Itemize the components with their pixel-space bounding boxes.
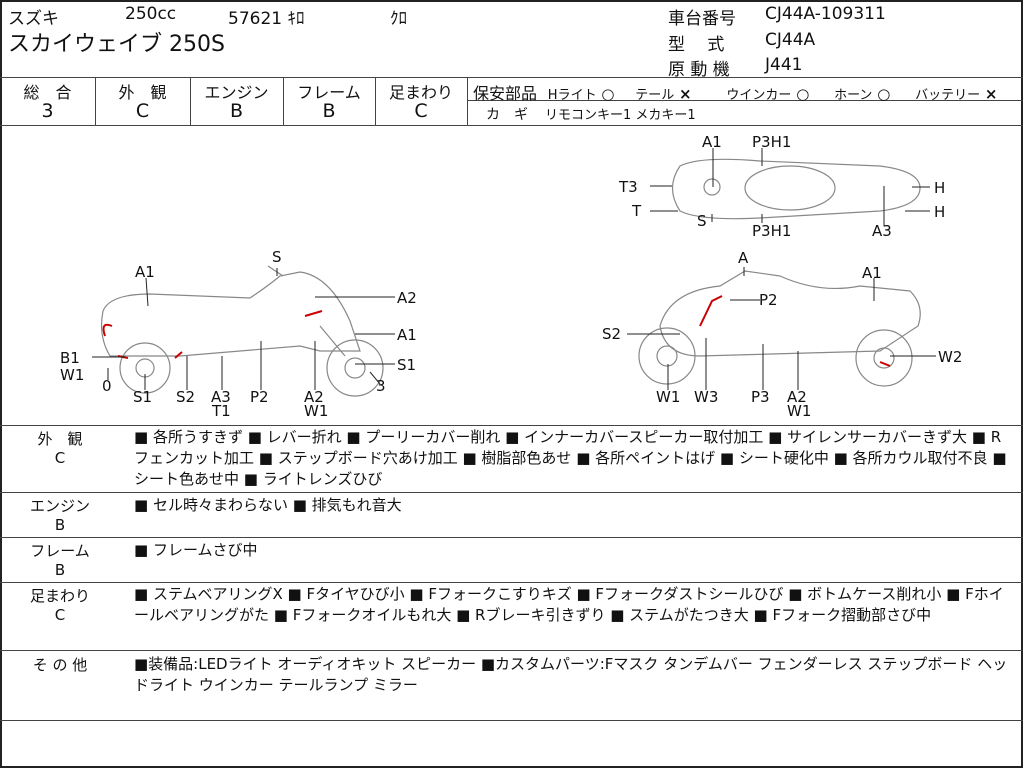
diagram-label: W1 bbox=[304, 402, 329, 420]
grade-exterior-label: 外 観 bbox=[118, 83, 167, 102]
model-name: スカイウェイブ 250S bbox=[8, 32, 225, 57]
safety-tail: テール bbox=[635, 88, 675, 103]
diagram-label: T3 bbox=[619, 178, 638, 196]
diagram-label: S2 bbox=[176, 388, 196, 406]
frame-no-label: 車台番号 bbox=[668, 9, 736, 29]
damage-diagram bbox=[92, 148, 936, 397]
type-value: CJ44A bbox=[765, 30, 816, 50]
grade-overall-label: 総 合 bbox=[23, 83, 72, 102]
mileage: 57621 ｷﾛ bbox=[228, 9, 305, 29]
diagram-label: P3H1 bbox=[752, 222, 792, 240]
remark-suspension-grade: C bbox=[54, 606, 66, 624]
keys-value: リモコンキー1 メカキー1 bbox=[545, 108, 696, 123]
remark-frame-text: ■ フレームさび中 bbox=[134, 541, 258, 559]
safety-headlight-mark: ○ bbox=[601, 85, 615, 103]
grade-frame-value: B bbox=[322, 100, 336, 122]
engine-value: J441 bbox=[765, 55, 803, 75]
color: ｸﾛ bbox=[390, 9, 407, 29]
grade-overall-value: 3 bbox=[41, 100, 54, 122]
remark-engine-grade: B bbox=[54, 516, 66, 534]
diagram-label: A1 bbox=[397, 326, 417, 344]
bike-top-view bbox=[671, 158, 921, 220]
safety-battery-mark: × bbox=[984, 85, 998, 103]
engine-label: 原 動 機 bbox=[668, 60, 730, 80]
diagram-label: P3 bbox=[751, 388, 770, 406]
remark-other-text: ■装備品:LEDライト オーディオキット スピーカー ■カスタムパーツ:Fマスク… bbox=[134, 655, 1008, 694]
diagram-label: S bbox=[697, 212, 707, 230]
diagram-label: W2 bbox=[938, 348, 963, 366]
safety-headlight: Hライト bbox=[547, 88, 597, 103]
grade-exterior-value: C bbox=[135, 100, 150, 122]
diagram-label: A2 bbox=[787, 388, 807, 406]
bike-right-side bbox=[638, 270, 921, 387]
safety-horn-mark: ○ bbox=[877, 85, 891, 103]
diagram-label: A3 bbox=[211, 388, 231, 406]
diagram-label: S1 bbox=[397, 356, 417, 374]
displacement: 250cc bbox=[125, 4, 177, 24]
remark-engine-text: ■ セル時々まわらない ■ 排気もれ音大 bbox=[134, 496, 402, 514]
safety-parts: 保安部品 Hライト ○ テール × ウインカー ○ ホーン ○ バッテリー × bbox=[473, 80, 997, 104]
diagram-label: A1 bbox=[862, 264, 882, 282]
diagram-label: 0 bbox=[102, 377, 112, 395]
diagram-label: P2 bbox=[759, 291, 778, 309]
type-label: 型 式 bbox=[668, 35, 725, 55]
frame-no: CJ44A-109311 bbox=[765, 4, 886, 24]
diagram-label: B1 bbox=[60, 349, 80, 367]
diagram-label: A2 bbox=[397, 289, 417, 307]
grade-suspension-label: 足まわり bbox=[388, 83, 453, 102]
remark-suspension-text: ■ ステムベアリングX ■ Fタイヤひび小 ■ Fフォークこすりキズ ■ Fフォ… bbox=[134, 585, 1004, 624]
remark-frame-grade: B bbox=[54, 561, 66, 579]
grade-frame-label: フレーム bbox=[297, 83, 361, 102]
diagram-label: T1 bbox=[212, 402, 231, 420]
safety-label: 保安部品 bbox=[473, 84, 538, 103]
remark-other-label: そ の 他 bbox=[32, 656, 88, 674]
diagram-label: S2 bbox=[602, 325, 622, 343]
remark-exterior-grade: C bbox=[54, 449, 66, 467]
diagram-label: 3 bbox=[376, 377, 386, 395]
diagram-label: W1 bbox=[656, 388, 681, 406]
bike-left-side bbox=[100, 265, 384, 397]
diagram-label: S bbox=[272, 248, 282, 266]
diagram-label: S1 bbox=[133, 388, 153, 406]
diagram-label: H bbox=[934, 179, 946, 197]
diagram-label: A1 bbox=[702, 133, 722, 151]
safety-horn: ホーン bbox=[834, 88, 873, 103]
diagram-label: A3 bbox=[872, 222, 892, 240]
diagram-label: H bbox=[934, 203, 946, 221]
diagram-label: P3H1 bbox=[752, 133, 792, 151]
remark-exterior-label: 外 観 bbox=[37, 430, 83, 448]
diagram-label: W3 bbox=[694, 388, 719, 406]
remark-engine-label: エンジン bbox=[29, 497, 90, 515]
safety-winker-mark: ○ bbox=[796, 85, 810, 103]
diagram-label: T bbox=[632, 202, 642, 220]
grade-engine-value: B bbox=[229, 100, 244, 122]
safety-battery: バッテリー bbox=[915, 88, 981, 103]
safety-tail-mark: × bbox=[679, 85, 692, 103]
grade-engine-label: エンジン bbox=[204, 83, 269, 102]
diagram-label: A2 bbox=[304, 388, 324, 406]
remark-suspension-label: 足まわり bbox=[29, 587, 90, 605]
remark-exterior-text: ■ 各所うすきず ■ レバー折れ ■ プーリーカバー削れ ■ インナーカバースピ… bbox=[134, 428, 1007, 488]
safety-winker: ウインカー bbox=[726, 88, 792, 103]
grade-suspension-value: C bbox=[414, 100, 428, 122]
diagram-label: A bbox=[738, 249, 749, 267]
diagram-label: W1 bbox=[60, 366, 85, 384]
leader-lines bbox=[92, 148, 936, 390]
remark-frame-label: フレーム bbox=[30, 542, 90, 560]
keys-label: カ ギ bbox=[486, 107, 528, 123]
diagram-label: A1 bbox=[135, 263, 155, 281]
diagram-label: P2 bbox=[250, 388, 269, 406]
diagram-label: W1 bbox=[787, 402, 812, 420]
maker: スズキ bbox=[8, 9, 59, 29]
